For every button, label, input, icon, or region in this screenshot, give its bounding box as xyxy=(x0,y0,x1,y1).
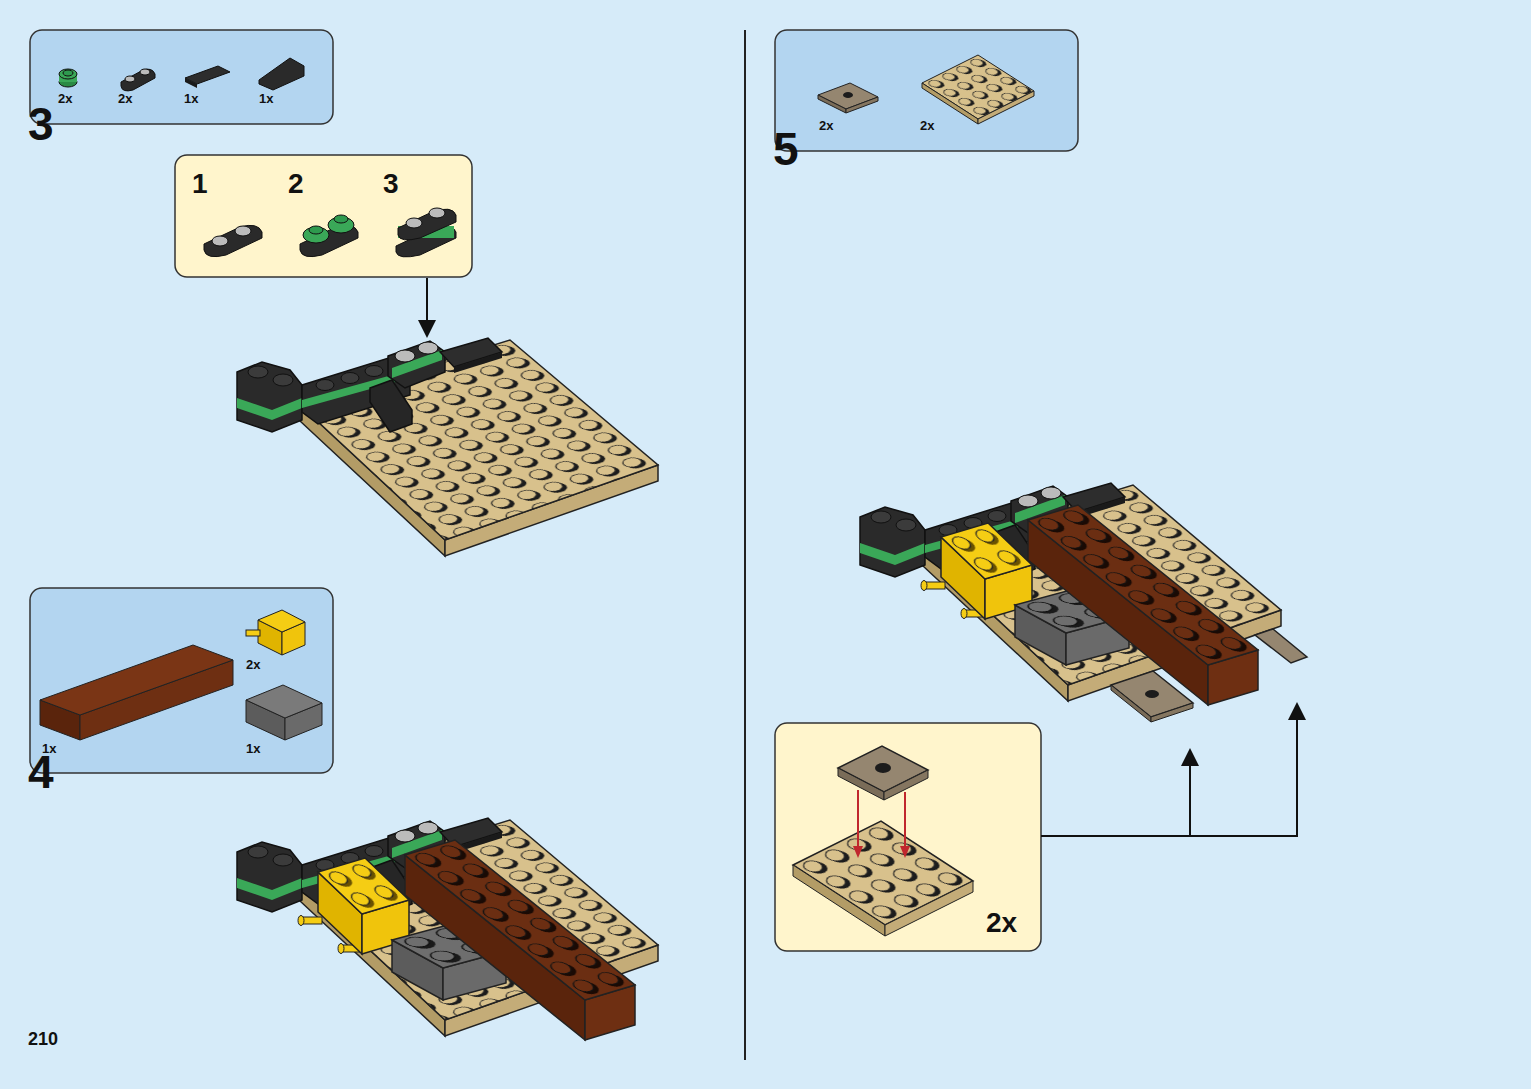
substep-callout: 2x xyxy=(775,723,1041,951)
substep-callout: 1 2 3 xyxy=(175,155,472,277)
part-icons xyxy=(793,746,973,936)
model-step-3 xyxy=(237,338,658,556)
step-number: 3 xyxy=(28,101,54,147)
quantity-label: 2x xyxy=(920,119,934,132)
quantity-label: 2x xyxy=(246,658,260,671)
quantity-label: 1x xyxy=(246,742,260,755)
part-icons xyxy=(818,55,1034,124)
quantity-label: 2x xyxy=(118,92,132,105)
substep-number: 1 xyxy=(192,170,208,198)
part-icons xyxy=(59,58,304,91)
quantity-label: 2x xyxy=(819,119,833,132)
parts-panel xyxy=(30,30,333,124)
parts-panel: 2x 2x xyxy=(775,30,1078,151)
page-number: 210 xyxy=(28,1030,58,1048)
substep-number: 3 xyxy=(383,170,399,198)
parts-panel xyxy=(30,588,333,773)
substep-callout xyxy=(175,155,472,277)
step-number: 4 xyxy=(28,749,54,795)
substep-number: 2 xyxy=(288,170,304,198)
quantity-label: 1x xyxy=(259,92,273,105)
part-icons xyxy=(40,610,322,740)
page-divider xyxy=(744,30,746,1060)
parts-panel: 2x 2x 1x 1x xyxy=(30,30,333,124)
substep-callout xyxy=(775,723,1041,951)
model-step-4 xyxy=(237,818,658,1040)
model-step-5 xyxy=(860,483,1307,722)
quantity-label: 2x xyxy=(58,92,72,105)
parts-panel xyxy=(775,30,1078,151)
parts-panel: 2x1x1x xyxy=(30,588,333,773)
part-icons xyxy=(204,208,456,257)
quantity-label: 2x xyxy=(986,909,1017,937)
leader-line xyxy=(1041,702,1306,836)
quantity-label: 1x xyxy=(184,92,198,105)
step-number: 5 xyxy=(773,126,799,172)
